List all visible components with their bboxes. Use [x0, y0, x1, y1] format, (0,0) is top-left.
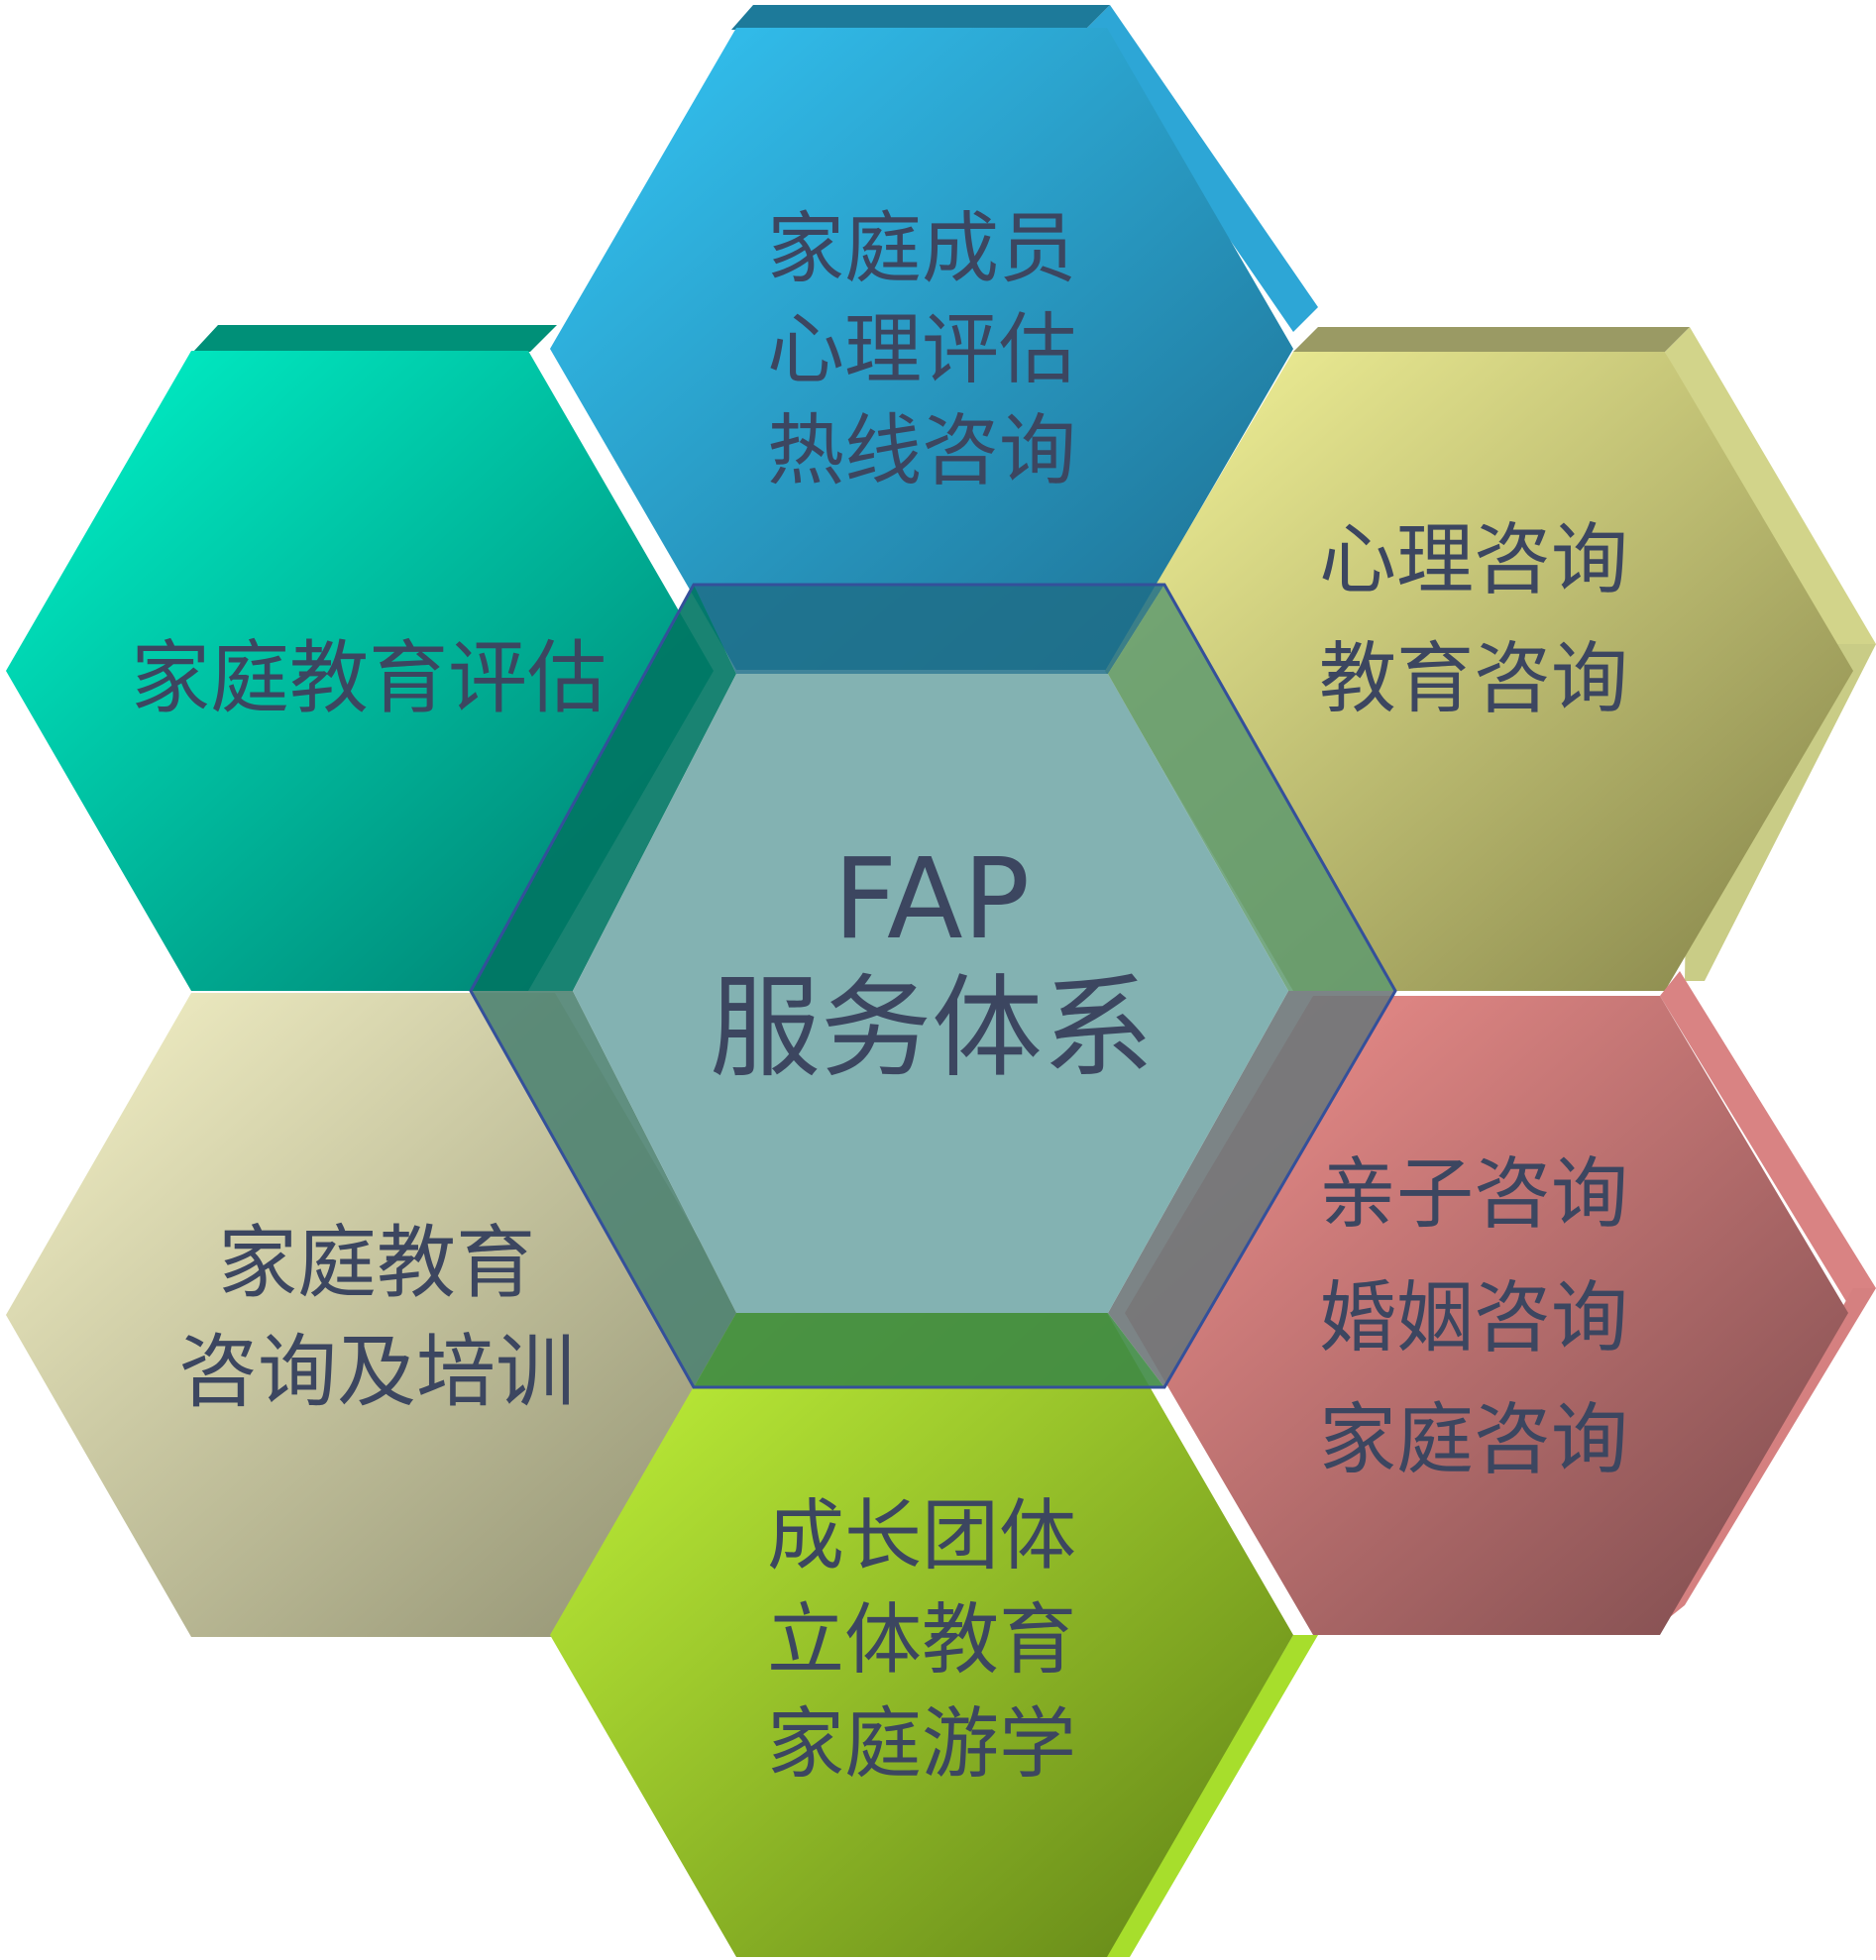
hex-label-line: 家庭成员: [767, 204, 1076, 293]
center-title: FAP: [833, 835, 1030, 964]
hex-side: [1105, 1635, 1318, 1957]
hex-label-line: 成长团体: [767, 1491, 1076, 1580]
hex-family-education-training: 家庭教育 咨询及培训: [6, 993, 743, 1637]
center-face: [573, 674, 1288, 1313]
hex-label-line: 亲子咨询: [1319, 1149, 1628, 1239]
hex-side: [1665, 327, 1876, 684]
hex-center-fap-service-system: FAP 服务体系: [469, 583, 1397, 1389]
center-bevel: [1108, 585, 1395, 991]
hex-face: [6, 351, 714, 991]
hex-label-line: 咨询及培训: [178, 1326, 575, 1418]
center-bevel: [471, 585, 736, 991]
hex-label-line: 教育咨询: [1319, 634, 1628, 723]
hex-side: [731, 5, 1110, 30]
center-outline: [469, 583, 1397, 1389]
hex-growth-group-education-study-tour: 成长团体 立体教育 家庭游学: [550, 1313, 1318, 1957]
hex-side: [1293, 327, 1690, 352]
hex-label-line: 心理评估: [767, 305, 1076, 394]
hex-face: [550, 1313, 1293, 1957]
hex-psych-assessment-hotline: 家庭成员 心理评估 热线咨询: [550, 5, 1318, 670]
center-bevel: [694, 585, 1164, 674]
hex-label-line: 家庭游学: [767, 1699, 1076, 1789]
hex-side: [1085, 5, 1318, 332]
hex-parent-marriage-family-consulting: 亲子咨询 婚姻咨询 家庭咨询: [1125, 971, 1876, 1635]
hex-label-line: 立体教育: [767, 1595, 1076, 1685]
hex-label-line: 家庭教育: [218, 1217, 535, 1309]
hex-face: [6, 993, 743, 1637]
center-bevel: [471, 991, 736, 1387]
hex-side: [193, 325, 557, 352]
hex-face: [550, 28, 1293, 670]
hex-label-line: 婚姻咨询: [1319, 1273, 1628, 1362]
center-subtitle: 服务体系: [710, 964, 1154, 1093]
center-bevel: [1108, 991, 1395, 1387]
hex-side: [1660, 971, 1876, 1313]
hex-family-education-assessment: 家庭教育评估: [6, 325, 714, 991]
center-bevel: [694, 1313, 1164, 1387]
hex-label-line: 热线咨询: [767, 406, 1076, 495]
hex-label-line: 家庭教育评估: [131, 632, 607, 724]
hex-label-line: 心理咨询: [1319, 515, 1628, 604]
hex-face: [1125, 996, 1848, 1635]
hex-label-line: 家庭咨询: [1319, 1395, 1628, 1484]
